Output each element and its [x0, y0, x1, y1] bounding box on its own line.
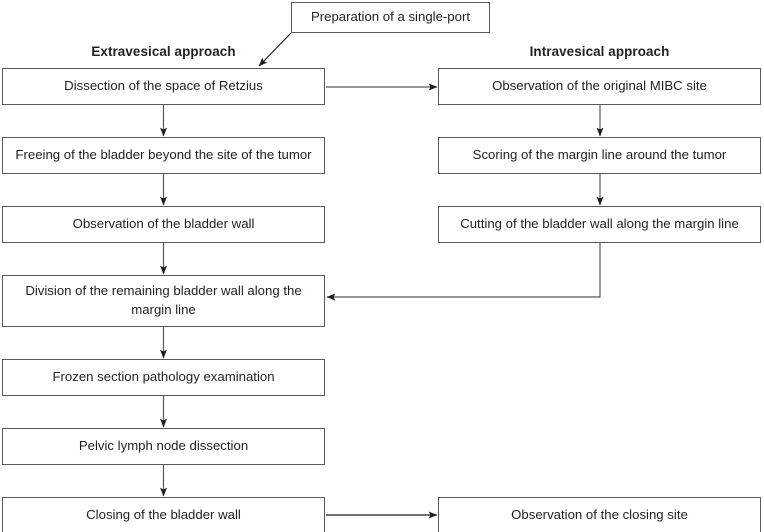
node-start-label: Preparation of a single-port [310, 9, 471, 25]
node-l2[interactable]: Freeing of the bladder beyond the site o… [2, 137, 325, 174]
node-r1[interactable]: Observation of the original MIBC site [438, 68, 761, 105]
node-r4-label: Observation of the closing site [511, 507, 688, 523]
node-r2-label: Scoring of the margin line around the tu… [472, 147, 727, 163]
node-r2[interactable]: Scoring of the margin line around the tu… [438, 137, 761, 174]
node-r3-label: Cutting of the bladder wall along the ma… [460, 216, 739, 232]
node-l6-label: Pelvic lymph node dissection [78, 438, 249, 454]
node-l7-label: Closing of the bladder wall [86, 507, 241, 523]
node-l5[interactable]: Frozen section pathology examination [2, 359, 325, 396]
node-l6[interactable]: Pelvic lymph node dissection [2, 428, 325, 465]
node-l3[interactable]: Observation of the bladder wall [2, 206, 325, 243]
node-l1[interactable]: Dissection of the space of Retzius [2, 68, 325, 105]
column-header-right: Intravesical approach [438, 44, 761, 59]
edge-r3-to-l4 [326, 242, 601, 301]
node-l5-label: Frozen section pathology examination [52, 369, 275, 385]
node-l4-label: Division of the remaining bladder wall a… [25, 283, 302, 317]
node-r3[interactable]: Cutting of the bladder wall along the ma… [438, 206, 761, 243]
node-l2-label: Freeing of the bladder beyond the site o… [15, 147, 312, 163]
node-l4[interactable]: Division of the remaining bladder wall a… [2, 275, 325, 327]
column-header-right-label: Intravesical approach [529, 44, 670, 59]
node-l1-label: Dissection of the space of Retzius [64, 78, 263, 94]
node-start[interactable]: Preparation of a single-port [291, 2, 490, 33]
column-header-left: Extravesical approach [2, 44, 325, 59]
node-l7[interactable]: Closing of the bladder wall [2, 497, 325, 532]
node-l3-label: Observation of the bladder wall [72, 216, 255, 232]
column-header-left-label: Extravesical approach [91, 44, 236, 59]
node-r1-label: Observation of the original MIBC site [492, 78, 707, 94]
node-r4[interactable]: Observation of the closing site [438, 497, 761, 532]
